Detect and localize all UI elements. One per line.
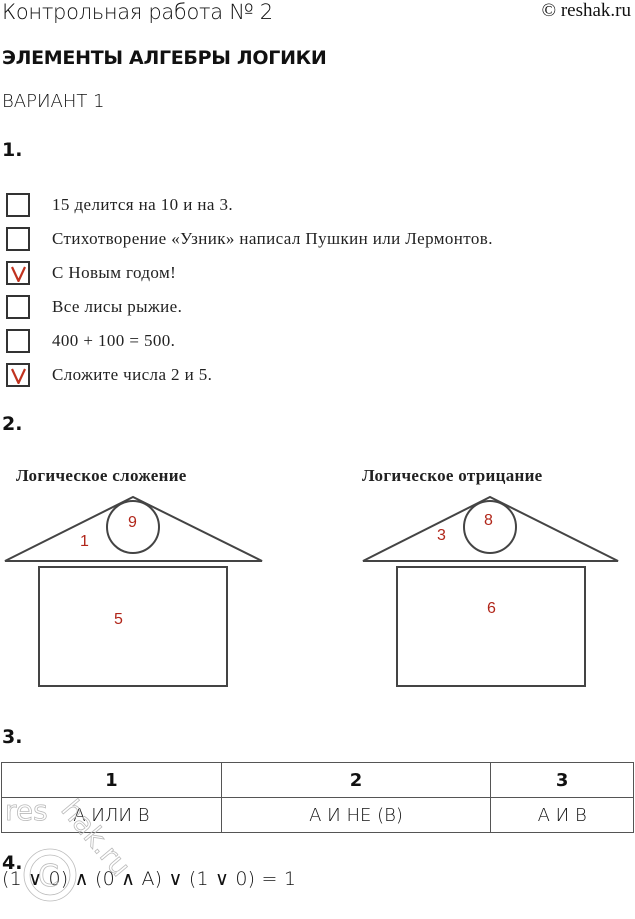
statement-text: Все лисы рыжие.: [52, 297, 183, 316]
table-cell: А И В: [490, 797, 634, 833]
statement-row: С Новым годом!: [6, 256, 176, 290]
task-2-number: 2.: [2, 413, 23, 435]
statement-row: Сложите числа 2 и 5.: [6, 358, 212, 392]
checkbox[interactable]: [6, 295, 30, 319]
checkbox[interactable]: [6, 227, 30, 251]
statement-row: 15 делится на 10 и на 3.: [6, 188, 233, 222]
statement-text: Стихотворение «Узник» написал Пушкин или…: [52, 229, 493, 248]
statement-text: Сложите числа 2 и 5.: [52, 365, 213, 384]
variant-label: ВАРИАНТ 1: [2, 91, 105, 112]
task-1-number: 1.: [2, 139, 23, 161]
statement-text: 400 + 100 = 500.: [52, 331, 176, 350]
table-cell: А И НЕ (В): [220, 797, 492, 833]
house-1-roof-number: 1: [80, 533, 89, 550]
house-1-diagram: [4, 495, 263, 687]
house-2-roof-number: 3: [437, 527, 446, 544]
page-header-title: Контрольная работа № 2: [2, 0, 273, 24]
checkbox[interactable]: [6, 193, 30, 217]
task-4-formula: (1 ∨ 0) ∧ (0 ∧ A) ∨ (1 ∨ 0) = 1: [2, 868, 297, 890]
answers-table: 1 2 3 А ИЛИ В А И НЕ (В) А И В: [1, 762, 634, 833]
house-1-title: Логическое сложение: [16, 466, 187, 485]
table-header-cell: 1: [1, 762, 222, 798]
statement-row: Стихотворение «Узник» написал Пушкин или…: [6, 222, 493, 256]
house-2-circle-number: 8: [484, 512, 493, 529]
table-header-cell: 3: [490, 762, 634, 798]
house-2-body-number: 6: [487, 600, 496, 617]
statement-text: 15 делится на 10 и на 3.: [52, 195, 234, 214]
table-cell: А ИЛИ В: [1, 797, 222, 833]
house-1-circle-number: 9: [128, 514, 137, 531]
task-3-number: 3.: [2, 726, 23, 748]
site-copyright: © reshak.ru: [541, 0, 631, 21]
checkbox-checked[interactable]: [6, 363, 30, 387]
checkbox[interactable]: [6, 329, 30, 353]
table-header-cell: 2: [220, 762, 492, 798]
task-4-number: 4.: [2, 852, 23, 874]
check-mark-icon: [11, 368, 26, 384]
checkbox-checked[interactable]: [6, 261, 30, 285]
table-row: А ИЛИ В А И НЕ (В) А И В: [1, 797, 634, 833]
house-2-diagram: [362, 495, 619, 687]
section-title: ЭЛЕМЕНТЫ АЛГЕБРЫ ЛОГИКИ: [2, 47, 327, 69]
table-header-row: 1 2 3: [1, 762, 634, 798]
statement-row: 400 + 100 = 500.: [6, 324, 175, 358]
statement-text: С Новым годом!: [52, 263, 177, 282]
house-2-title: Логическое отрицание: [362, 466, 543, 485]
house-1-body-number: 5: [114, 611, 123, 628]
check-mark-icon: [11, 266, 26, 282]
statement-row: Все лисы рыжие.: [6, 290, 182, 324]
